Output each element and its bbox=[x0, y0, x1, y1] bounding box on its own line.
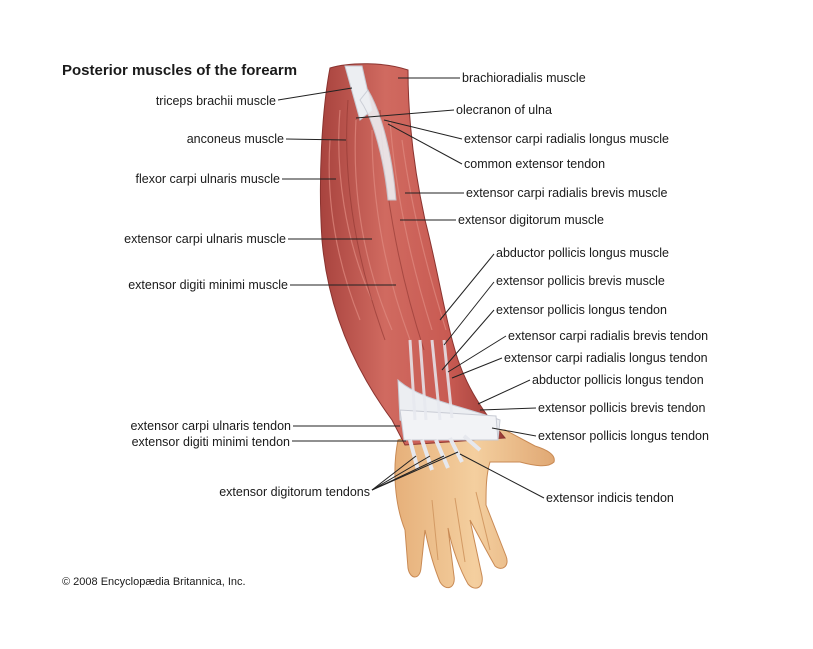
label-abductor-pollicis-longus-muscle: abductor pollicis longus muscle bbox=[496, 246, 670, 260]
forearm-muscles bbox=[319, 63, 507, 446]
label-triceps-brachii-muscle: triceps brachii muscle bbox=[155, 94, 276, 108]
label-extensor-carpi-radialis-longus-muscle: extensor carpi radialis longus muscle bbox=[464, 132, 669, 146]
label-extensor-digiti-minimi-muscle: extensor digiti minimi muscle bbox=[128, 278, 288, 292]
label-extensor-pollicis-brevis-muscle: extensor pollicis brevis muscle bbox=[496, 274, 665, 288]
label-extensor-digitorum-muscle: extensor digitorum muscle bbox=[458, 213, 604, 227]
label-olecranon-of-ulna: olecranon of ulna bbox=[456, 103, 552, 117]
diagram-title: Posterior muscles of the forearm bbox=[62, 62, 298, 79]
tendons bbox=[344, 65, 501, 471]
label-common-extensor-tendon: common extensor tendon bbox=[464, 157, 606, 171]
label-extensor-pollicis-longus-tendon: extensor pollicis longus tendon bbox=[496, 303, 667, 317]
copyright-notice: © 2008 Encyclopædia Britannica, Inc. bbox=[62, 576, 246, 588]
label-extensor-carpi-radialis-brevis-tendon: extensor carpi radialis brevis tendon bbox=[508, 329, 709, 343]
label-extensor-pollicis-brevis-tendon: extensor pollicis brevis tendon bbox=[538, 401, 706, 415]
label-flexor-carpi-ulnaris-muscle: flexor carpi ulnaris muscle bbox=[135, 172, 281, 186]
label-extensor-pollicis-longus-tendon-lower: extensor pollicis longus tendon bbox=[538, 429, 709, 443]
label-extensor-digiti-minimi-tendon: extensor digiti minimi tendon bbox=[131, 435, 290, 449]
label-extensor-carpi-ulnaris-tendon: extensor carpi ulnaris tendon bbox=[130, 419, 291, 433]
label-extensor-carpi-radialis-longus-tendon: extensor carpi radialis longus tendon bbox=[504, 351, 708, 365]
label-anconeus-muscle: anconeus muscle bbox=[186, 132, 284, 146]
hand bbox=[394, 428, 555, 589]
label-extensor-carpi-ulnaris-muscle: extensor carpi ulnaris muscle bbox=[124, 232, 286, 246]
label-extensor-digitorum-tendons: extensor digitorum tendons bbox=[219, 485, 370, 499]
label-brachioradialis-muscle: brachioradialis muscle bbox=[462, 71, 586, 85]
label-extensor-indicis-tendon: extensor indicis tendon bbox=[546, 491, 674, 505]
label-abductor-pollicis-longus-tendon: abductor pollicis longus tendon bbox=[532, 373, 704, 387]
leader-lines bbox=[277, 77, 545, 499]
label-extensor-carpi-radialis-brevis-muscle: extensor carpi radialis brevis muscle bbox=[466, 186, 668, 200]
